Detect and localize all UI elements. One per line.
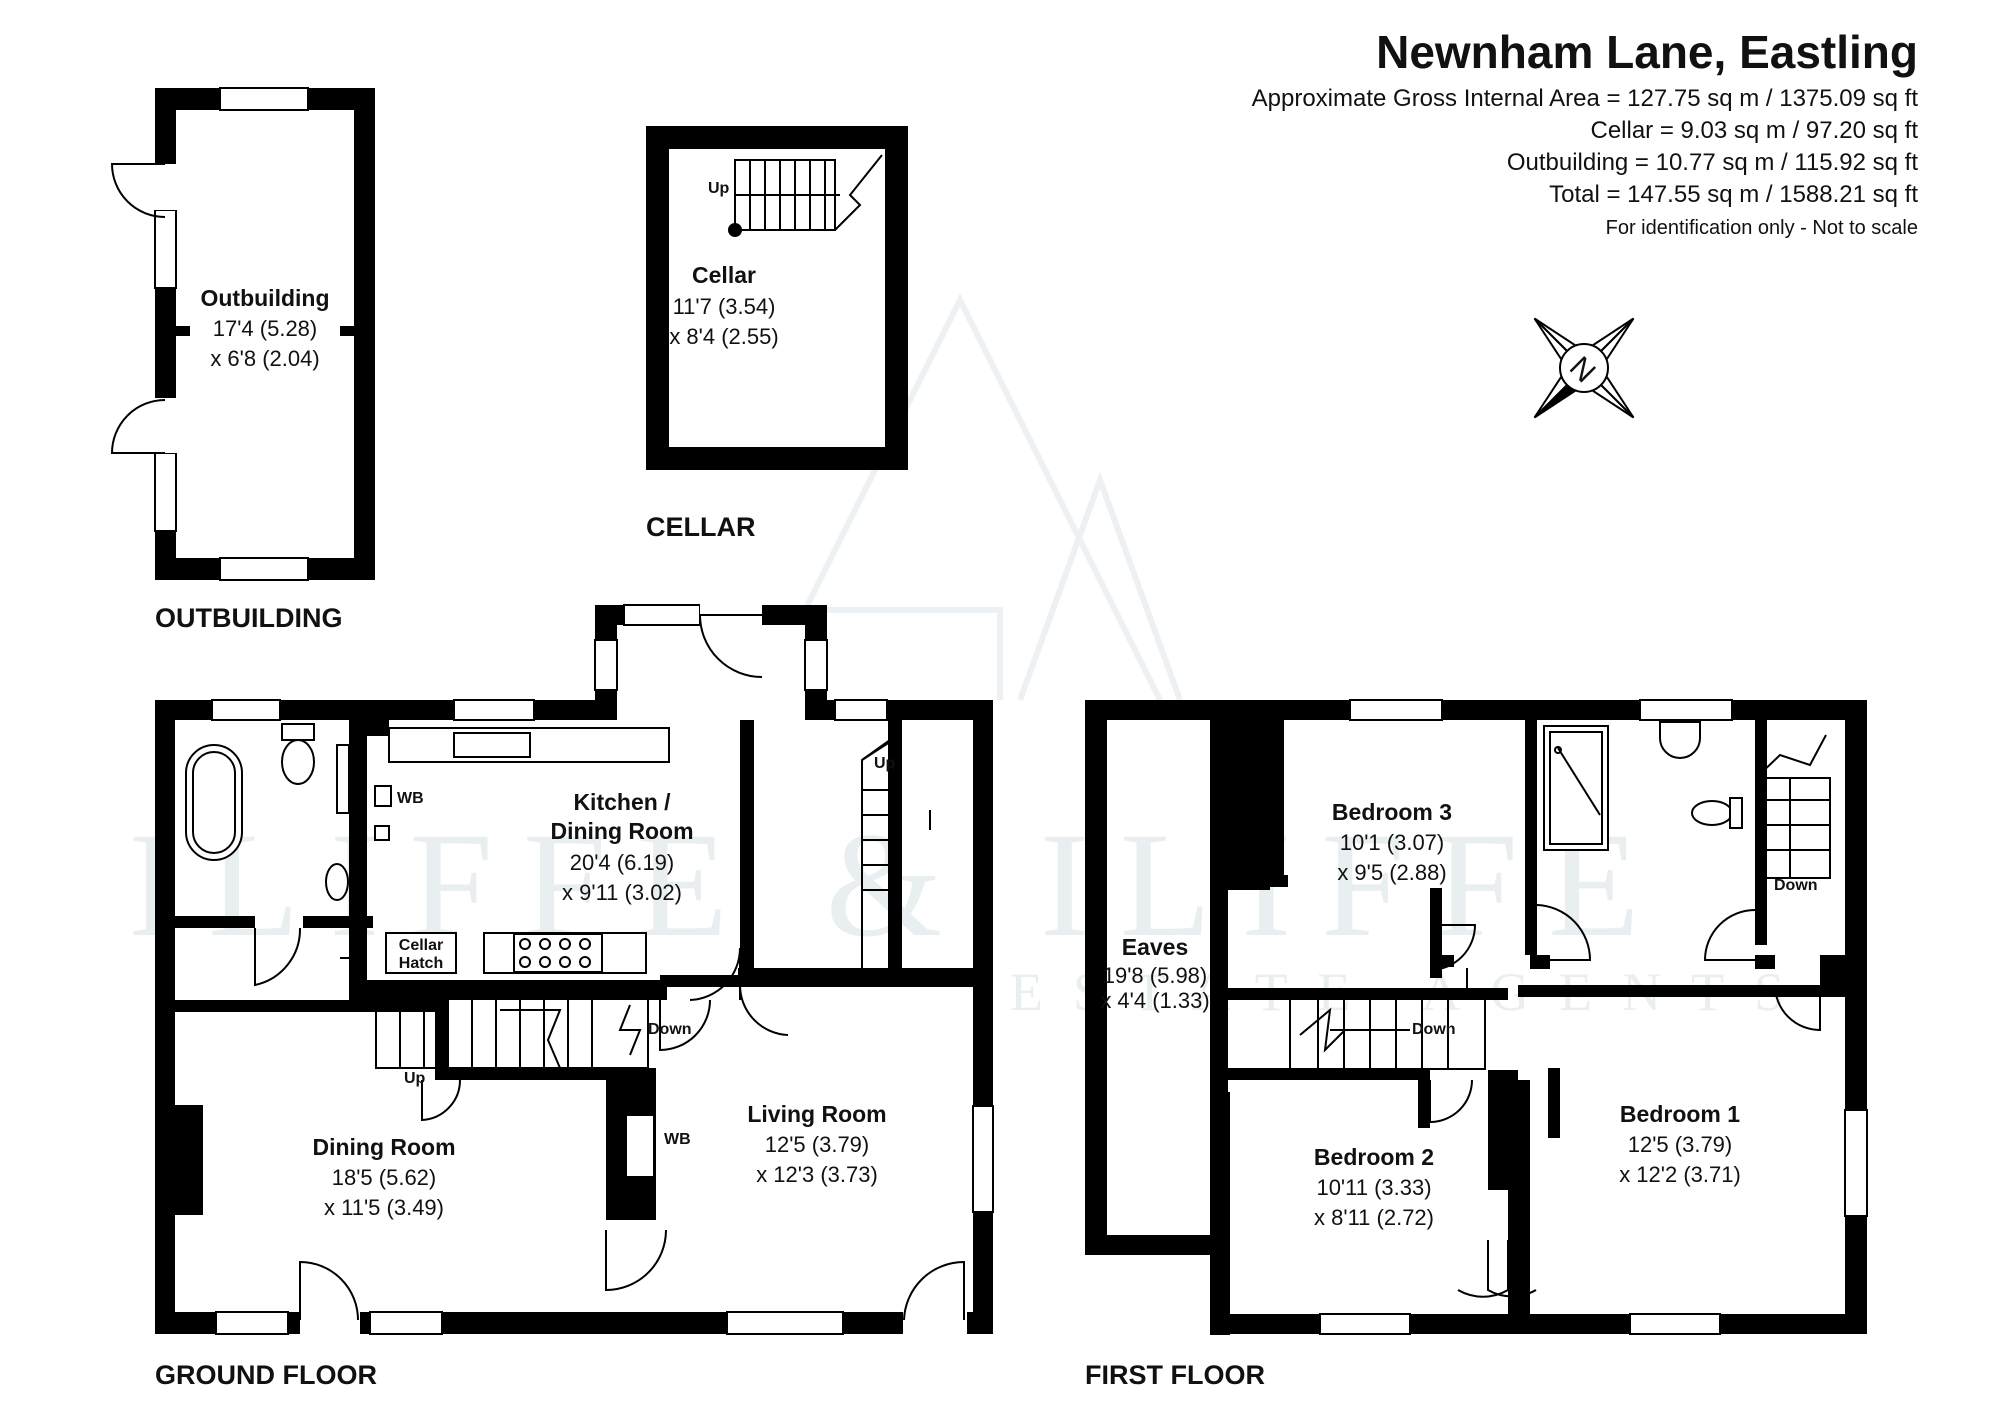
outbuilding-plan (110, 87, 375, 581)
cellar-plan (646, 126, 908, 470)
page-title: Newnham Lane, Eastling (1376, 26, 1918, 78)
room-dim-bedroom1-1: 12'5 (3.79) (1628, 1132, 1733, 1157)
room-dim-dining-2: x 11'5 (3.49) (324, 1195, 444, 1220)
room-name-bedroom1: Bedroom 1 (1620, 1101, 1740, 1127)
room-dim-bedroom3-1: 10'1 (3.07) (1340, 830, 1445, 855)
ground-stairs-up-label-2: Up (404, 1070, 426, 1087)
room-name-dining: Dining Room (312, 1134, 455, 1160)
room-dim-kitchen-1: 20'4 (6.19) (570, 850, 675, 875)
room-dim-bedroom3-2: x 9'5 (2.88) (1337, 860, 1446, 885)
room-dim-kitchen-2: x 9'11 (3.02) (562, 880, 682, 905)
room-name-cellar: Cellar (692, 262, 756, 288)
cellar-hatch-label-1: Cellar (399, 937, 443, 954)
first-stairs-down-label-2: Down (1412, 1021, 1456, 1038)
cellar-stairs-up-label: Up (708, 180, 730, 197)
ground-floor-plan (155, 602, 994, 1338)
room-name-living: Living Room (747, 1101, 886, 1127)
room-dim-eaves-2: x 4'4 (1.33) (1100, 988, 1209, 1013)
room-name-bedroom2: Bedroom 2 (1314, 1144, 1434, 1170)
area-outbuilding: Outbuilding = 10.77 sq m / 115.92 sq ft (1507, 149, 1918, 176)
disclaimer: For identification only - Not to scale (1606, 217, 1918, 239)
area-total-internal: Approximate Gross Internal Area = 127.75… (1252, 85, 1919, 112)
room-dim-bedroom1-2: x 12'2 (3.71) (1619, 1162, 1741, 1187)
kitchen-wb-label: WB (397, 790, 424, 807)
compass-icon (1533, 317, 1635, 419)
ground-stairs-down-label: Down (648, 1021, 692, 1038)
ground-stairs-up-label: Up (874, 755, 896, 772)
room-dim-living-2: x 12'3 (3.73) (756, 1162, 878, 1187)
room-dim-outbuilding-2: x 6'8 (2.04) (210, 346, 319, 371)
room-dim-cellar-2: x 8'4 (2.55) (669, 324, 778, 349)
watermark: ILIFFE & ILIFFE ESTATE AGENTS (128, 293, 1784, 1022)
area-cellar: Cellar = 9.03 sq m / 97.20 sq ft (1590, 117, 1918, 144)
room-name-bedroom3: Bedroom 3 (1332, 799, 1452, 825)
room-name-kitchen-1: Kitchen / (573, 789, 671, 815)
area-total: Total = 147.55 sq m / 1588.21 sq ft (1549, 181, 1918, 208)
first-stairs-down-label: Down (1774, 877, 1818, 894)
first-floor-plan (1085, 699, 1868, 1335)
floor-label-cellar: CELLAR (646, 512, 756, 542)
room-dim-dining-1: 18'5 (5.62) (332, 1165, 437, 1190)
floor-label-outbuilding: OUTBUILDING (155, 603, 342, 633)
room-dim-bedroom2-2: x 8'11 (2.72) (1314, 1205, 1434, 1230)
room-name-kitchen-2: Dining Room (550, 818, 693, 844)
header: Newnham Lane, Eastling Approximate Gross… (1252, 26, 1919, 239)
living-wb-label: WB (664, 1131, 691, 1148)
room-dim-eaves-1: 19'8 (5.98) (1103, 963, 1208, 988)
room-dim-bedroom2-1: 10'11 (3.33) (1316, 1175, 1431, 1200)
room-name-eaves: Eaves (1122, 934, 1189, 960)
room-dim-cellar-1: 11'7 (3.54) (673, 294, 776, 319)
floor-label-first: FIRST FLOOR (1085, 1360, 1265, 1390)
room-dim-outbuilding-1: 17'4 (5.28) (213, 316, 318, 341)
room-name-outbuilding: Outbuilding (200, 285, 329, 311)
floor-label-ground: GROUND FLOOR (155, 1360, 377, 1390)
room-dim-living-1: 12'5 (3.79) (765, 1132, 870, 1157)
cellar-hatch-label-2: Hatch (399, 955, 443, 972)
